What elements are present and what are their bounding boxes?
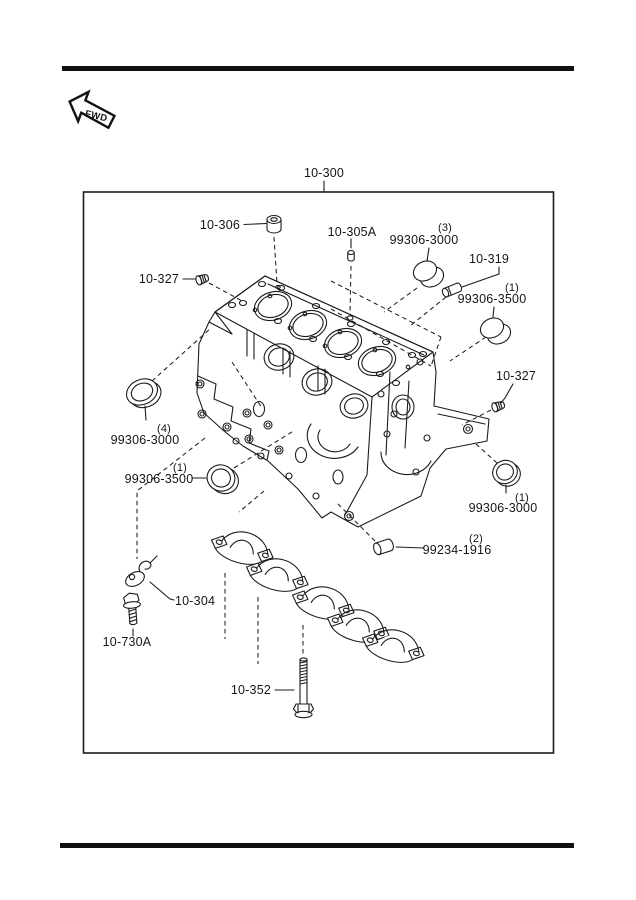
qty-99306-3500-left: (1) [173,462,187,474]
part-pin-10-319[interactable] [441,282,463,298]
callout-99306-3000-top[interactable]: 99306-3000 [390,233,459,247]
bearing-cap-1[interactable] [206,523,279,573]
callout-10-319[interactable]: 10-319 [469,252,509,266]
callout-10-304[interactable]: 10-304 [175,594,215,608]
callout-99234-1916[interactable]: 99234-1916 [423,543,492,557]
fwd-arrow-icon: FWD [68,89,117,130]
part-plug-10-327-right[interactable] [491,400,506,413]
part-cap-10-306[interactable] [266,214,282,234]
callout-10-300[interactable]: 10-300 [304,166,344,180]
callout-10-327-right[interactable]: 10-327 [496,369,536,383]
callout-10-306[interactable]: 10-306 [200,218,240,232]
projection-lines [136,236,498,664]
leader-lines [132,222,514,691]
callout-10-730A[interactable]: 10-730A [103,635,152,649]
callout-10-352[interactable]: 10-352 [231,683,271,697]
part-dowel-99234-1916[interactable] [372,538,395,556]
mount-bracket-arm [437,413,486,435]
qty-99306-3000-top: (3) [438,222,452,234]
callout-99306-3500-right[interactable]: 99306-3500 [458,292,527,306]
main-bearing-caps [206,523,430,671]
part-stud-10-305A[interactable] [347,249,355,262]
callout-10-327-left[interactable]: 10-327 [139,272,179,286]
qty-99234-1916: (2) [469,533,483,545]
part-clamp-10-304[interactable] [123,555,158,589]
part-oil-seal-99306-3500-left[interactable] [204,461,242,497]
part-cup-plug-99306-3000-top[interactable] [410,257,447,291]
part-oil-seal-99306-3000-right[interactable] [489,456,524,490]
qty-99306-3000-left: (4) [157,423,171,435]
part-oil-seal-99306-3000-left[interactable] [122,374,165,412]
deck-bolt-holes [227,280,428,387]
diagram-frame [82,191,555,754]
part-cup-plug-99306-3500-right[interactable] [477,314,514,348]
part-bolt-10-352[interactable] [292,657,315,719]
callout-99306-3000-left[interactable]: 99306-3000 [111,433,180,447]
top-rule [62,66,574,71]
cylinder-block-illustration [195,275,490,528]
fwd-label: FWD [84,108,109,124]
callout-10-305A[interactable]: 10-305A [328,225,377,239]
callout-labels: 10-306 10-305A (3) 99306-3000 10-319 (1)… [103,218,538,697]
part-plug-10-327-left[interactable] [195,273,210,286]
part-bolt-10-730A[interactable] [122,592,142,626]
qty-99306-3500-right: (1) [505,282,519,294]
mount-boss-holes [195,379,284,455]
callout-99306-3000-bottom-right[interactable]: 99306-3000 [469,501,538,515]
bottom-rule [60,843,574,848]
qty-99306-3000-bottom-right: (1) [515,492,529,504]
callout-99306-3500-left[interactable]: 99306-3500 [125,472,194,486]
